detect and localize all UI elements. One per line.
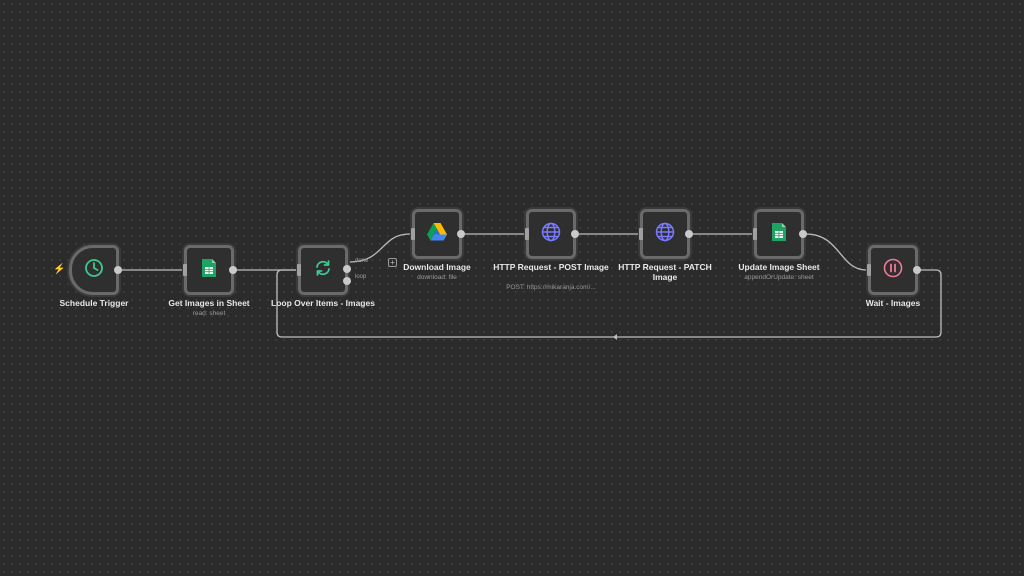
input-handle[interactable] bbox=[867, 264, 871, 276]
port-label-loop: loop bbox=[355, 274, 367, 280]
node-wait-images[interactable] bbox=[867, 245, 921, 295]
node-http-request-patch[interactable] bbox=[639, 209, 693, 259]
google-sheets-icon bbox=[771, 222, 787, 247]
input-handle[interactable] bbox=[297, 264, 301, 276]
output-handle[interactable] bbox=[571, 230, 579, 238]
node-label: Loop Over Items - Images bbox=[271, 298, 375, 308]
node-label: Update Image Sheet bbox=[738, 262, 820, 272]
edge-wait-back-to-loop bbox=[276, 269, 942, 338]
google-sheets-icon bbox=[201, 258, 217, 283]
node-label: Get Images in Sheet bbox=[168, 298, 250, 308]
node-label: Wait - Images bbox=[865, 298, 921, 308]
output-handle[interactable] bbox=[114, 266, 122, 274]
lightning-bolt-icon: ⚡ bbox=[53, 264, 66, 275]
edge-update-to-wait bbox=[805, 233, 867, 271]
pause-icon bbox=[883, 258, 903, 283]
node-label: HTTP Request - POST Image bbox=[493, 262, 609, 272]
input-handle[interactable] bbox=[183, 264, 187, 276]
node-update-image-sheet[interactable] bbox=[753, 209, 807, 259]
output-handle[interactable] bbox=[229, 266, 237, 274]
node-label: Download Image bbox=[403, 262, 471, 272]
node-loop-over-items[interactable] bbox=[297, 245, 351, 295]
node-subtitle: download: file bbox=[417, 274, 457, 281]
port-label-done: done bbox=[355, 258, 369, 264]
node-download-image[interactable] bbox=[411, 209, 465, 259]
add-node-button[interactable]: + bbox=[388, 258, 397, 267]
globe-icon bbox=[655, 222, 675, 247]
node-subtitle: POST: https://mikaranja.com/... bbox=[506, 284, 596, 291]
globe-icon bbox=[541, 222, 561, 247]
input-handle[interactable] bbox=[753, 228, 757, 240]
output-handle-loop[interactable] bbox=[343, 277, 351, 285]
node-schedule-trigger[interactable] bbox=[69, 245, 122, 295]
node-subtitle: appendOrUpdate: sheet bbox=[744, 274, 814, 281]
output-handle[interactable] bbox=[457, 230, 465, 238]
refresh-icon bbox=[313, 258, 333, 283]
node-subtitle: read: sheet bbox=[192, 310, 226, 317]
google-drive-icon bbox=[426, 222, 448, 247]
output-handle[interactable] bbox=[685, 230, 693, 238]
edge-loop-done-to-download bbox=[348, 233, 411, 263]
input-handle[interactable] bbox=[411, 228, 415, 240]
node-label: HTTP Request - PATCH Image bbox=[618, 262, 712, 282]
input-handle[interactable] bbox=[639, 228, 643, 240]
input-handle[interactable] bbox=[525, 228, 529, 240]
node-http-request-post[interactable] bbox=[525, 209, 579, 259]
output-handle[interactable] bbox=[799, 230, 807, 238]
output-handle[interactable] bbox=[913, 266, 921, 274]
clock-icon bbox=[84, 258, 104, 283]
output-handle-done[interactable] bbox=[343, 265, 351, 273]
edge-arrow-back bbox=[613, 334, 617, 340]
node-label: Schedule Trigger bbox=[59, 298, 129, 308]
node-get-images-in-sheet[interactable] bbox=[183, 245, 237, 295]
